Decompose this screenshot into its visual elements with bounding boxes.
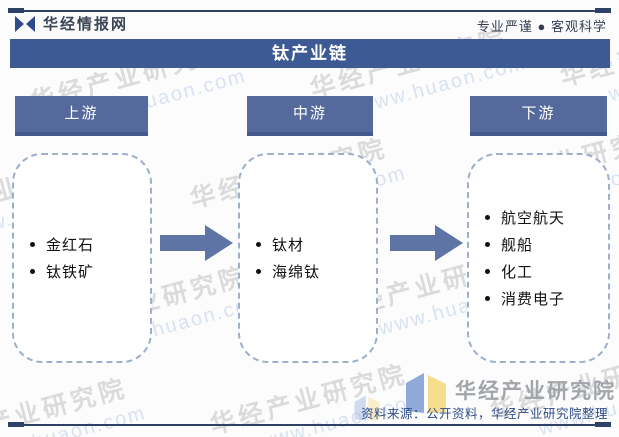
stage-box-midstream: 钛材 海绵钛: [238, 153, 378, 363]
right-arrow-icon: [160, 225, 233, 261]
watermark-text-en: www.huaon.com: [0, 401, 149, 437]
site-brand-label: 华经情报网: [43, 16, 129, 33]
top-rule-left-tick: [8, 8, 24, 13]
stage-header-upstream: 上游: [15, 96, 148, 136]
stage-box-downstream: 航空航天 舰船 化工 消费电子: [467, 153, 610, 363]
open-book-icon: [406, 373, 446, 413]
list-item: 钛铁矿: [30, 258, 94, 285]
bottom-rule-left-tick: [8, 422, 24, 427]
list-item: 化工: [485, 258, 565, 285]
site-brand: 华经情报网: [14, 13, 128, 34]
stage-header-midstream: 中游: [247, 96, 373, 136]
source-note: 资料来源：公开资料，华经产业研究院整理: [360, 407, 608, 421]
upstream-item-list: 金红石 钛铁矿: [14, 231, 94, 285]
downstream-item-list: 航空航天 舰船 化工 消费电子: [469, 204, 565, 312]
midstream-item-list: 钛材 海绵钛: [240, 231, 320, 285]
list-item: 海绵钛: [256, 258, 320, 285]
page-title: 钛产业链: [10, 39, 610, 68]
bottom-rule: [8, 422, 611, 427]
list-item: 金红石: [30, 231, 94, 258]
right-arrow-icon: [390, 225, 463, 261]
watermark-open-book-icon: [354, 395, 380, 421]
list-item: 舰船: [485, 231, 565, 258]
list-item: 钛材: [256, 231, 320, 258]
footer-brand: 华经产业研究院: [455, 380, 616, 403]
stage-header-downstream: 下游: [470, 96, 607, 136]
stage-box-upstream: 金红石 钛铁矿: [12, 153, 152, 363]
top-rule-right-tick: [595, 8, 611, 13]
site-slogan: 专业严谨 ● 客观科学: [476, 19, 607, 34]
list-item: 航空航天: [485, 204, 565, 231]
bottom-rule-right-tick: [595, 422, 611, 427]
list-item: 消费电子: [485, 285, 565, 312]
brand-logo-icon: [15, 15, 35, 32]
top-rule: [8, 8, 611, 13]
